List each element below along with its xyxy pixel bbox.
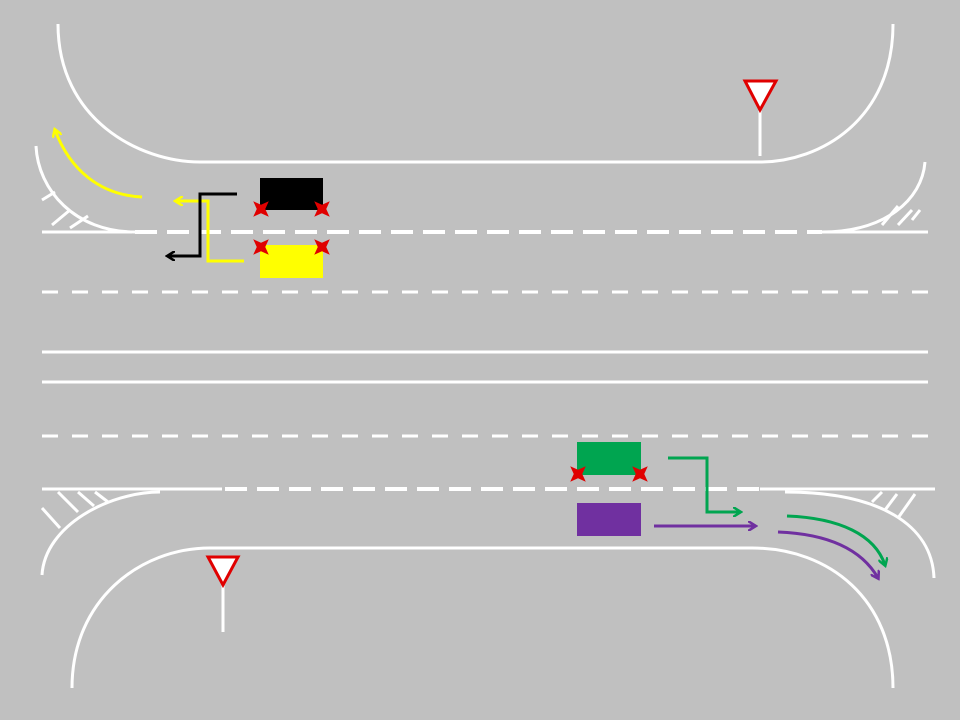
top-left-hatch	[41, 190, 89, 230]
green-car	[577, 442, 641, 475]
yellow-car	[260, 245, 323, 278]
yellow-path	[176, 201, 244, 263]
green-path	[668, 456, 740, 512]
bottom-right-hatch	[870, 490, 917, 519]
lane-markings	[42, 230, 935, 491]
bottom-left-hatch	[40, 490, 109, 530]
black-car	[260, 178, 323, 210]
yield-sign-bottom	[205, 555, 241, 632]
yellow-path-curve	[55, 130, 143, 199]
green-path-curve	[786, 514, 885, 565]
purple-path-curve	[777, 530, 878, 578]
yield-triangle-icon	[742, 79, 779, 114]
yield-sign-top	[742, 79, 779, 156]
purple-car	[577, 503, 641, 536]
top-right-hatch	[880, 205, 922, 227]
bottom-curbs	[40, 490, 936, 689]
yield-triangle-icon	[205, 555, 241, 589]
black-path	[168, 192, 237, 256]
